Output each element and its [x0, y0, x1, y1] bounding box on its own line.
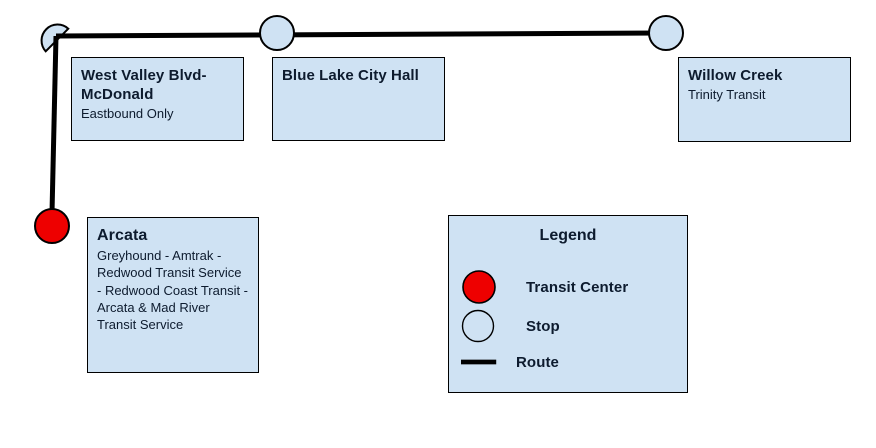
transit-center-icon [461, 269, 497, 305]
stop-note: Trinity Transit [688, 87, 766, 103]
stop-label-box-blue-lake: Blue Lake City Hall [272, 57, 445, 141]
transit-center-node-arcata [34, 208, 70, 244]
legend-item-route: Route [461, 353, 687, 371]
legend-title: Legend [539, 227, 597, 244]
legend-item-stop: Stop [461, 309, 687, 343]
stop-name: Blue Lake City Hall [282, 67, 419, 84]
stop-label-box-west-valley: West Valley Blvd-McDonald Eastbound Only [71, 57, 244, 141]
stop-label-box-willow-creek: Willow Creek Trinity Transit [678, 57, 851, 142]
legend-item-label: Stop [526, 317, 560, 335]
stop-node-willow-creek [648, 15, 684, 51]
legend-item-label: Route [516, 353, 559, 371]
stop-icon [461, 309, 497, 343]
transit-center-label-box-arcata: Arcata Greyhound - Amtrak - Redwood Tran… [87, 217, 259, 373]
route-icon [461, 358, 497, 366]
route-line-vertical [49, 35, 59, 214]
stop-name: Arcata [97, 227, 148, 244]
stop-node-blue-lake [259, 15, 295, 51]
stop-note: Eastbound Only [81, 106, 174, 122]
legend-item-transit-center: Transit Center [461, 269, 687, 305]
stop-name: Willow Creek [688, 67, 783, 84]
legend: Legend Transit Center Stop [448, 215, 688, 393]
legend-item-label: Transit Center [526, 278, 629, 296]
stop-note: Greyhound - Amtrak - Redwood Transit Ser… [97, 248, 249, 332]
stop-name: West Valley Blvd-McDonald [81, 67, 207, 104]
route-line-horizontal [55, 30, 662, 39]
